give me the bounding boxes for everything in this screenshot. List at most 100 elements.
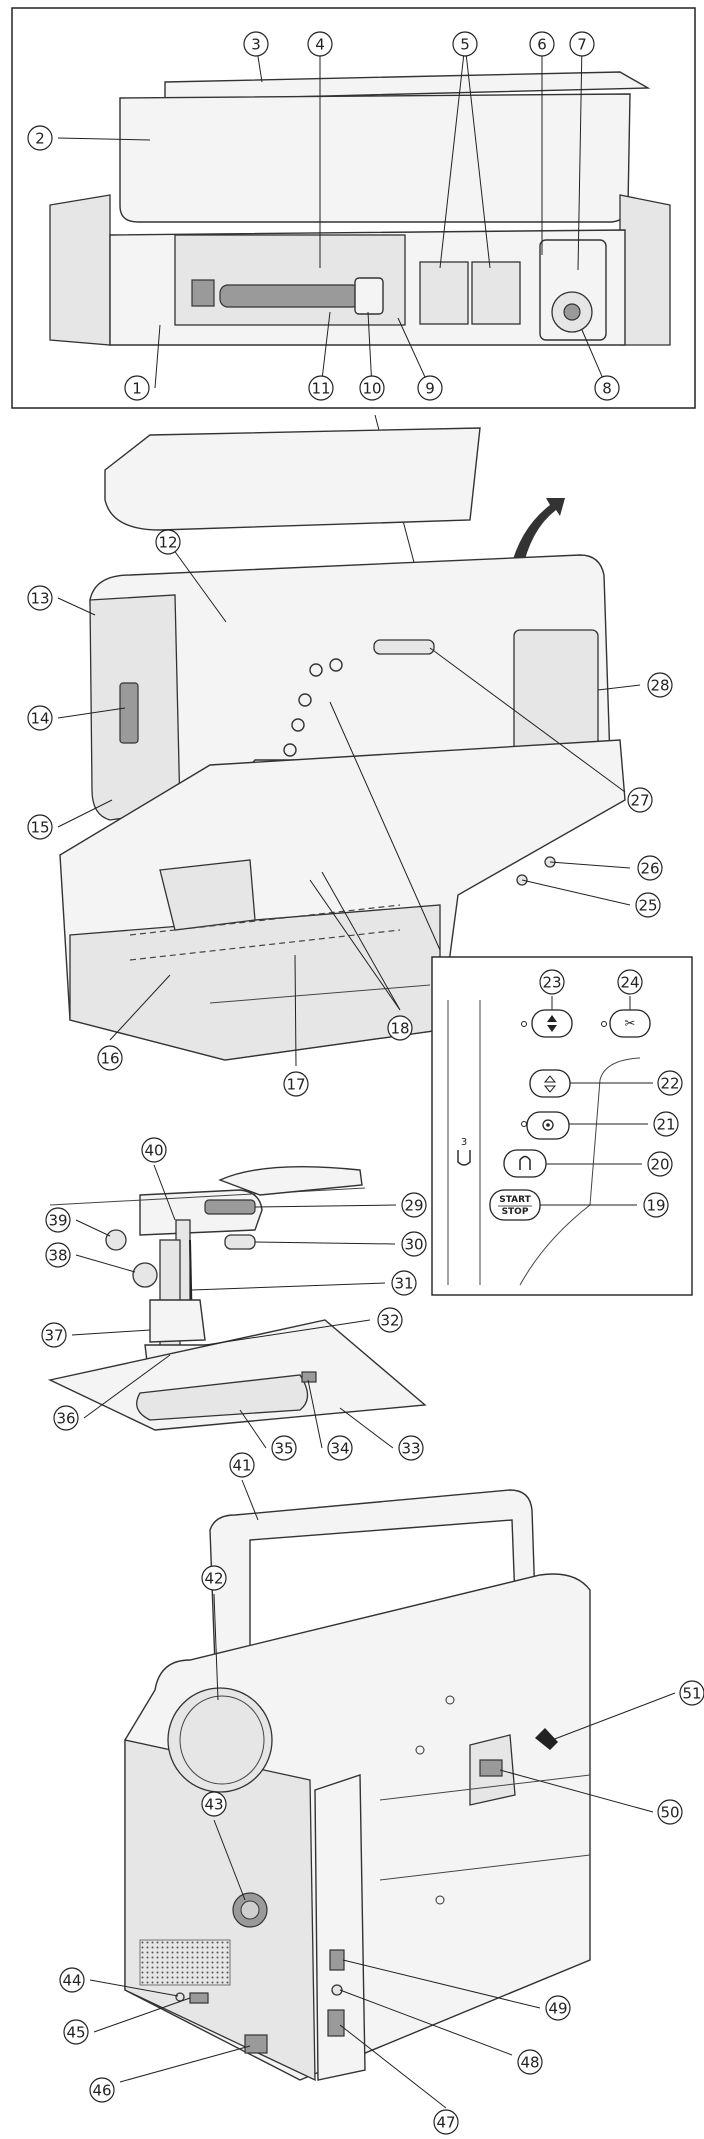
switch-panel xyxy=(314,1774,366,2081)
callout-12: 12 xyxy=(155,529,181,555)
base-front xyxy=(69,904,441,1061)
callout-label-30: 30 xyxy=(404,1236,423,1254)
callout-1: 1 xyxy=(124,375,150,401)
callout-label-27: 27 xyxy=(630,792,649,810)
presser-foot-view xyxy=(47,1165,427,1431)
callout-48: 48 xyxy=(517,2049,543,2075)
callout-label-21: 21 xyxy=(656,1116,675,1134)
callout-circle-9 xyxy=(417,375,443,401)
thread-cutter-slot xyxy=(191,279,215,307)
accessory-box-outline xyxy=(129,904,401,936)
callout-circle-30 xyxy=(401,1231,427,1257)
callout-circle-15 xyxy=(27,814,53,840)
callout-circle-45 xyxy=(63,2019,89,2045)
needle-plate-area xyxy=(159,859,256,931)
callout-circle-37 xyxy=(41,1322,67,1348)
callout-23: 23 xyxy=(539,969,565,995)
top-cover-body xyxy=(119,93,631,223)
callout-label-5: 5 xyxy=(460,36,470,54)
callout-49: 49 xyxy=(545,1995,571,2021)
callout-circle-22 xyxy=(657,1070,683,1096)
callout-circle-3 xyxy=(243,31,269,57)
callout-label-11: 11 xyxy=(311,380,330,398)
callout-circle-32 xyxy=(377,1307,403,1333)
presser-lifter xyxy=(535,1728,558,1750)
callout-4: 4 xyxy=(307,31,333,57)
front-button-4 xyxy=(291,718,305,732)
stitch-u-icon xyxy=(457,1150,471,1166)
callout-circle-20 xyxy=(647,1151,673,1177)
leader-lines-panel xyxy=(540,996,653,1206)
callout-circle-6 xyxy=(529,31,555,57)
callout-label-20: 20 xyxy=(650,1156,669,1174)
scissors-icon: ✂ xyxy=(625,1017,636,1032)
callout-36: 36 xyxy=(53,1405,79,1431)
reverse-button xyxy=(503,1149,547,1178)
leader-lines-front xyxy=(57,541,641,1067)
callout-label-32: 32 xyxy=(380,1312,399,1330)
callout-9: 9 xyxy=(417,375,443,401)
callout-label-10: 10 xyxy=(362,380,381,398)
callout-label-2: 2 xyxy=(35,130,45,148)
callout-47: 47 xyxy=(433,2109,459,2135)
power-switch xyxy=(329,1949,345,1971)
callout-label-29: 29 xyxy=(404,1197,423,1215)
callout-circle-5 xyxy=(452,31,478,57)
callout-label-28: 28 xyxy=(650,677,669,695)
callout-label-24: 24 xyxy=(620,974,639,992)
callout-label-47: 47 xyxy=(436,2114,455,2132)
callout-circle-39 xyxy=(45,1207,71,1233)
callout-15: 15 xyxy=(27,814,53,840)
callout-7: 7 xyxy=(569,31,595,57)
handwheel xyxy=(167,1687,273,1793)
callout-circle-41 xyxy=(229,1452,255,1478)
callout-8: 8 xyxy=(594,375,620,401)
callout-circle-48 xyxy=(517,2049,543,2075)
callout-circle-36 xyxy=(53,1405,79,1431)
callout-21: 21 xyxy=(653,1111,679,1137)
callout-circle-38 xyxy=(45,1242,71,1268)
callout-label-12: 12 xyxy=(158,534,177,552)
callout-label-42: 42 xyxy=(204,1570,223,1588)
callout-circle-8 xyxy=(594,375,620,401)
hook-cover-plate xyxy=(136,1374,309,1421)
callout-45: 45 xyxy=(63,2019,89,2045)
callout-label-26: 26 xyxy=(640,860,659,878)
callout-label-41: 41 xyxy=(232,1457,251,1475)
callout-circle-11 xyxy=(308,375,334,401)
callout-19: 19 xyxy=(643,1192,669,1218)
callout-circle-26 xyxy=(637,855,663,881)
callout-label-34: 34 xyxy=(330,1440,349,1458)
callout-label-35: 35 xyxy=(274,1440,293,1458)
stitch-number-label: 3 xyxy=(461,1137,467,1148)
callout-27: 27 xyxy=(627,787,653,813)
storage-inset-frame xyxy=(11,7,696,409)
callout-label-19: 19 xyxy=(646,1197,665,1215)
callout-label-6: 6 xyxy=(537,36,547,54)
callout-label-18: 18 xyxy=(390,1020,409,1038)
power-inlet xyxy=(327,2009,345,2037)
callout-circle-42 xyxy=(201,1565,227,1591)
callout-label-4: 4 xyxy=(315,36,325,54)
callout-label-48: 48 xyxy=(520,2054,539,2072)
callout-30: 30 xyxy=(401,1231,427,1257)
open-top-cover xyxy=(104,427,481,531)
callout-label-39: 39 xyxy=(48,1212,67,1230)
callout-circle-12 xyxy=(155,529,181,555)
callout-circle-19 xyxy=(643,1192,669,1218)
callout-circle-16 xyxy=(97,1045,123,1071)
machine-front-view xyxy=(59,427,626,1061)
callout-label-33: 33 xyxy=(401,1440,420,1458)
presser-foot-button xyxy=(529,1069,571,1098)
callout-circle-27 xyxy=(627,787,653,813)
callout-label-31: 31 xyxy=(394,1275,413,1293)
callout-11: 11 xyxy=(308,375,334,401)
front-button-2 xyxy=(329,658,343,672)
callout-circle-2 xyxy=(27,125,53,151)
callout-33: 33 xyxy=(398,1435,424,1461)
callout-label-22: 22 xyxy=(660,1075,679,1093)
callout-29: 29 xyxy=(401,1192,427,1218)
callout-5: 5 xyxy=(452,31,478,57)
storage-inset xyxy=(11,7,696,409)
